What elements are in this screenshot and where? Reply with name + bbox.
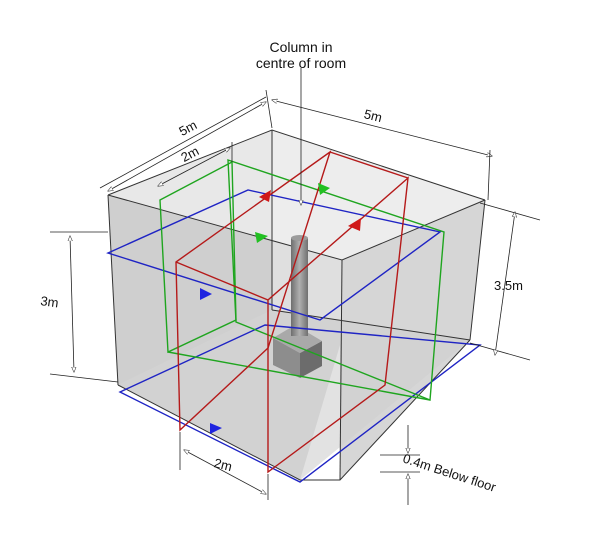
green-arrow-1 bbox=[318, 183, 330, 195]
red-arrow-2 bbox=[348, 218, 361, 231]
red-arrow-1 bbox=[259, 190, 271, 202]
room-left-wall bbox=[108, 195, 342, 480]
label-height-3.5m: 3.5m bbox=[494, 278, 523, 293]
label-height-3m: 3m bbox=[40, 293, 60, 310]
column-shaft bbox=[291, 238, 308, 336]
column-label-line1: Column in bbox=[269, 39, 332, 55]
paths bbox=[106, 150, 482, 483]
dimensions bbox=[49, 68, 541, 505]
direction-arrows bbox=[200, 183, 361, 434]
column-cap bbox=[291, 235, 308, 241]
blue-arrow-2 bbox=[210, 423, 222, 434]
green-path-floor bbox=[167, 351, 431, 401]
room-front-wall bbox=[340, 200, 485, 480]
column-base-front bbox=[273, 338, 300, 378]
label-width-5m: 5m bbox=[176, 117, 199, 139]
label-below-floor: 0.4m Below floor bbox=[401, 451, 498, 495]
blue-arrow-1 bbox=[200, 288, 212, 300]
label-depth-5m: 5m bbox=[363, 106, 384, 125]
column-base-top bbox=[273, 325, 322, 353]
column-label-line2: centre of room bbox=[256, 55, 346, 71]
label-inner-bottom-2m: 2m bbox=[213, 455, 234, 474]
blue-path-top bbox=[106, 189, 442, 321]
red-path-right bbox=[267, 176, 409, 474]
green-arrow-2 bbox=[255, 232, 268, 243]
label-inner-top-2m: 2m bbox=[178, 143, 201, 165]
